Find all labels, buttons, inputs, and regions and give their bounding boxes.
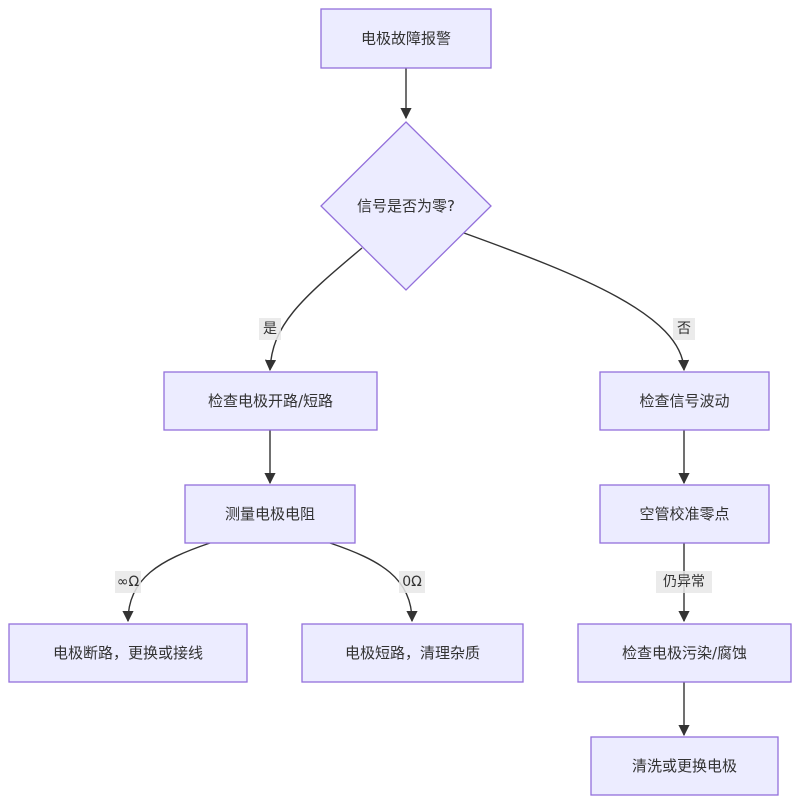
node-zero-calibration-label: 空管校准零点	[639, 505, 729, 523]
edge-label-still-abnormal: 仍异常	[656, 571, 712, 593]
edge-label-yes-text: 是	[263, 321, 277, 337]
node-check-fluctuation-label: 检查信号波动	[639, 392, 729, 410]
node-decision-label: 信号是否为零?	[357, 197, 455, 215]
node-check-open-short: 检查电极开路/短路	[163, 371, 378, 431]
node-decision: 信号是否为零?	[320, 121, 492, 291]
node-clean-replace: 清洗或更换电极	[590, 736, 779, 796]
edge-label-zero-ohm-text: 0Ω	[402, 574, 422, 590]
node-short-circuit: 电极短路，清理杂质	[301, 623, 524, 683]
node-measure-resistance-label: 测量电极电阻	[225, 505, 315, 523]
edge-label-still-abnormal-text: 仍异常	[663, 574, 705, 590]
edge-label-infinite-ohm: ∞Ω	[115, 571, 141, 593]
node-check-contamination: 检查电极污染/腐蚀	[577, 623, 792, 683]
node-alarm-label: 电极故障报警	[361, 30, 451, 48]
edge-decision-to-check-fluctuation	[463, 232, 690, 372]
node-measure-resistance: 测量电极电阻	[184, 484, 356, 544]
node-alarm: 电极故障报警	[320, 8, 492, 69]
node-check-contamination-label: 检查电极污染/腐蚀	[622, 644, 747, 662]
edges	[122, 68, 690, 737]
edge-label-zero-ohm: 0Ω	[399, 571, 425, 593]
node-clean-replace-label: 清洗或更换电极	[632, 757, 737, 775]
edge-decision-to-check-open-short	[264, 247, 363, 372]
node-check-open-short-label: 检查电极开路/短路	[208, 392, 333, 410]
node-zero-calibration: 空管校准零点	[599, 484, 770, 544]
edge-measure-to-short-circuit	[329, 542, 418, 623]
edge-label-no-text: 否	[677, 321, 691, 337]
node-open-circuit: 电极断路，更换或接线	[8, 623, 248, 683]
edge-label-infinite-ohm-text: ∞Ω	[117, 574, 140, 590]
edge-label-yes: 是	[259, 318, 281, 340]
edge-label-no: 否	[673, 318, 695, 340]
node-open-circuit-label: 电极断路，更换或接线	[53, 644, 203, 662]
node-check-fluctuation: 检查信号波动	[599, 371, 770, 431]
node-short-circuit-label: 电极短路，清理杂质	[345, 644, 480, 662]
edge-measure-to-open-circuit	[122, 542, 211, 623]
